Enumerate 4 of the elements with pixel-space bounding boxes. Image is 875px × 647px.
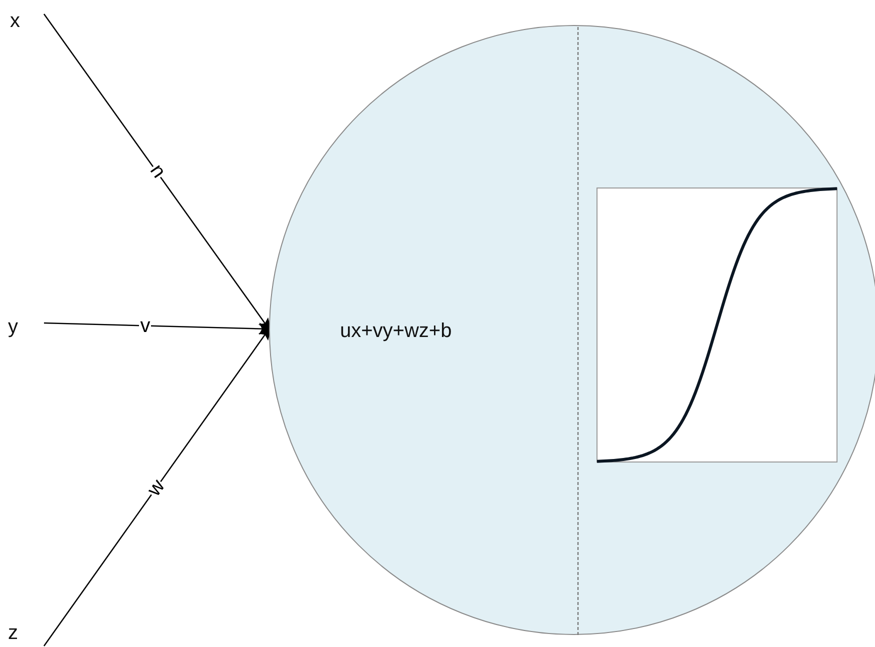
input-label: y <box>8 317 18 337</box>
formula-text: ux+vy+wz+b <box>340 321 452 341</box>
input-label: z <box>8 623 18 643</box>
input-label: x <box>10 11 20 31</box>
